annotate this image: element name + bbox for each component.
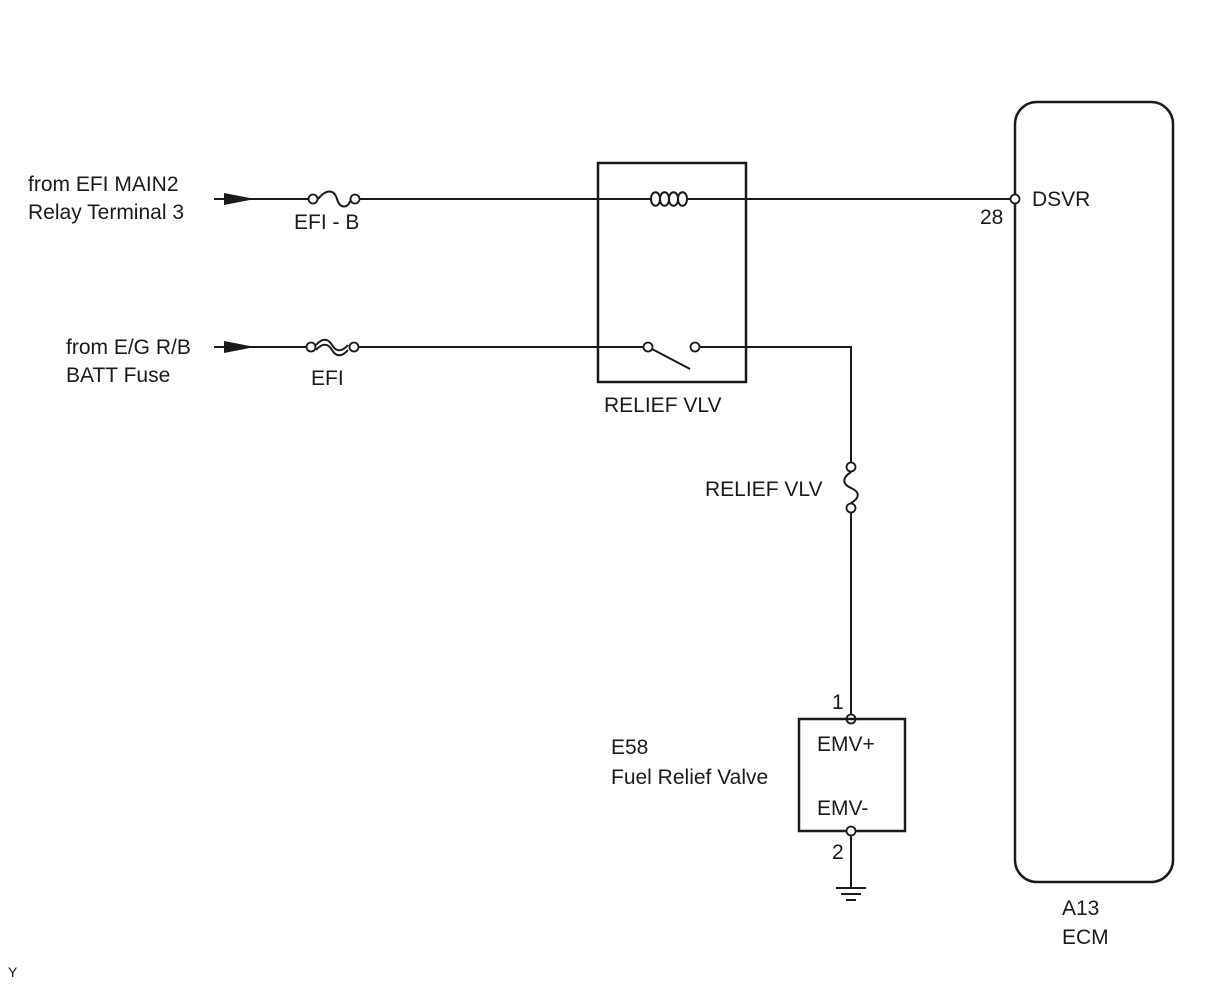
- valve-pin2-name: EMV-: [817, 797, 868, 820]
- ecm-pin-28-terminal: [1009, 193, 1021, 205]
- valve-connector-code: E58: [611, 736, 648, 759]
- source-arrow-top: [224, 193, 255, 205]
- relief-vlv-fuse-symbol: [843, 461, 859, 514]
- valve-pin1-number: 1: [832, 691, 844, 714]
- ecm-connector-code: A13: [1062, 897, 1099, 920]
- ground-symbol: [836, 836, 866, 901]
- source-efi-main2-line1: from EFI MAIN2: [28, 173, 179, 196]
- valve-pin2-number: 2: [832, 841, 844, 864]
- fuse-label-relief-vlv: RELIEF VLV: [705, 478, 823, 501]
- source-arrow-bottom: [224, 341, 255, 353]
- fuse-label-efi-b: EFI - B: [294, 211, 359, 234]
- corner-mark: Y: [8, 964, 18, 980]
- source-eg-rb-line2: BATT Fuse: [66, 364, 170, 387]
- valve-name: Fuel Relief Valve: [611, 766, 768, 789]
- efi-b-fuse-symbol: [307, 190, 361, 208]
- ecm-pin-number: 28: [980, 206, 1003, 229]
- source-efi-main2-line2: Relay Terminal 3: [28, 201, 184, 224]
- top-circuit: [214, 190, 1021, 208]
- fuse-label-efi: EFI: [311, 367, 344, 390]
- relay-switch-symbol: [642, 341, 701, 370]
- efi-fuse-symbol: [305, 338, 360, 357]
- source-eg-rb-line1: from E/G R/B: [66, 336, 191, 359]
- ecm-block: [1013, 100, 1175, 884]
- valve-pin1-name: EMV+: [817, 733, 875, 756]
- valve-pin-2-terminal: [845, 825, 857, 837]
- ecm-pin-name: DSVR: [1032, 188, 1090, 211]
- ecm-name: ECM: [1062, 926, 1109, 949]
- relay-label: RELIEF VLV: [604, 394, 722, 417]
- second-circuit: [214, 338, 859, 725]
- relay-box: [596, 161, 748, 384]
- relay-coil-symbol: [646, 191, 693, 207]
